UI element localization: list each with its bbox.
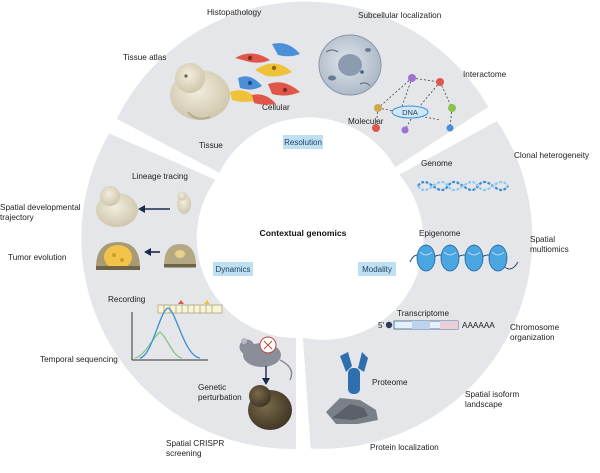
lineage-fetus-icon: [96, 186, 138, 227]
scissors-icon: [259, 336, 277, 354]
label-cellular: Cellular: [262, 103, 290, 112]
label-genetic-perturbation-2: perturbation: [198, 393, 242, 402]
section-label-resolution: Resolution: [284, 138, 322, 147]
label-tumor-evolution: Tumor evolution: [8, 253, 67, 262]
label-spatial-isoform-2: landscape: [465, 400, 503, 409]
label-interactome: Interactome: [463, 70, 507, 79]
section-badge-dynamics: Dynamics: [213, 262, 253, 276]
label-tissue: Tissue: [199, 141, 223, 150]
protein-localization-icon: [326, 398, 378, 424]
label-spatial-multiomics-1: Spatial: [530, 235, 555, 244]
genome-dna-icon: [417, 180, 509, 192]
fetus-icon: [170, 63, 230, 120]
label-transcriptome: Transcriptome: [397, 309, 449, 318]
temporal-sequencing-plot: [131, 307, 208, 361]
cell-organelle-icon: [318, 34, 382, 96]
label-subcellular-localization: Subcellular localization: [358, 11, 442, 20]
arrow-lineage: [138, 205, 170, 213]
label-protein-localization: Protein localization: [370, 443, 439, 452]
five-prime-label: 5': [378, 321, 385, 330]
label-lineage-tracing: Lineage tracing: [132, 172, 188, 181]
label-spatial-multiomics-2: multiomics: [530, 245, 569, 254]
label-temporal-sequencing: Temporal sequencing: [40, 355, 118, 364]
label-genetic-perturbation-1: Genetic: [198, 383, 226, 392]
center-title: Contextual genomics: [260, 228, 347, 238]
section-label-dynamics: Dynamics: [215, 265, 250, 274]
label-spatial-isoform-1: Spatial isoform: [465, 390, 519, 399]
arrow-perturbation: [262, 366, 270, 385]
dna-label: DNA: [402, 108, 418, 117]
embryo-dark-icon: [248, 385, 292, 430]
recording-barcode-icon: [157, 300, 223, 314]
tumor-large-icon: [96, 242, 140, 270]
lineage-embryo-icon: [177, 191, 191, 214]
transcriptome-mrna-icon: 5' AAAAAA: [378, 320, 495, 330]
tumor-small-icon: [164, 244, 196, 268]
label-spatial-developmental-1: Spatial developmental: [0, 203, 81, 212]
proteome-antibody-icon: [340, 352, 368, 394]
section-badge-resolution: Resolution: [283, 135, 323, 149]
label-spatial-developmental-2: trajectory: [0, 213, 35, 222]
label-clonal-heterogeneity: Clonal heterogeneity: [514, 151, 590, 160]
section-label-modality: Modality: [362, 265, 392, 274]
label-genome: Genome: [421, 159, 453, 168]
label-spatial-crispr-1: Spatial CRISPR: [166, 439, 224, 448]
arrow-tumor: [144, 248, 160, 256]
section-badge-modality: Modality: [358, 262, 396, 276]
ring-segment-resolution: [116, 1, 489, 173]
label-chromosome-organization-2: organization: [510, 333, 555, 342]
label-spatial-crispr-2: screening: [166, 449, 202, 458]
label-epigenome: Epigenome: [419, 229, 461, 238]
interactome-network-icon: DNA: [372, 74, 456, 134]
label-molecular: Molecular: [348, 117, 384, 126]
poly-a-label: AAAAAA: [462, 321, 495, 330]
label-proteome: Proteome: [372, 378, 408, 387]
label-recording: Recording: [108, 295, 146, 304]
label-tissue-atlas: Tissue atlas: [123, 53, 166, 62]
label-histopathology: Histopathology: [207, 8, 262, 17]
label-chromosome-organization-1: Chromosome: [510, 323, 560, 332]
cells-icon: [230, 43, 300, 105]
epigenome-chromatin-icon: [409, 244, 519, 272]
